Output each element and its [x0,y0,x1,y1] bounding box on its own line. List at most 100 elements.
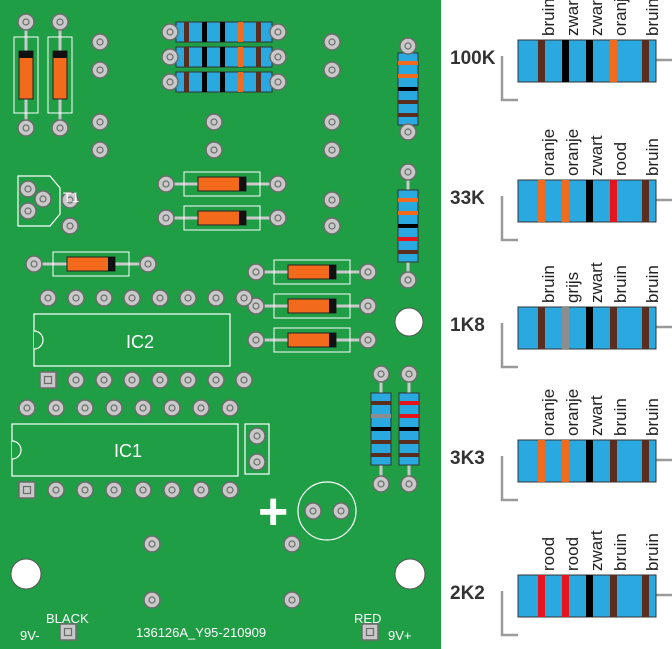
via-pad [61,191,79,209]
solder-pad [51,119,69,137]
pad-hole [337,507,345,515]
ic2-pin-1 [39,371,57,389]
pad-hole [44,294,52,302]
via-pad [61,217,79,235]
pad-hole [96,118,104,126]
ic1-pin [134,399,152,417]
transistor-outline [17,175,61,227]
pad-hole [144,260,152,268]
battery-negative-pad [59,623,77,641]
pad-hole [81,404,89,412]
ic1-pin [105,481,123,499]
via-pad [323,33,341,51]
diode-body [197,176,247,192]
solder-pad [19,180,37,198]
band-color-label: bruin [611,265,630,303]
pad-hole [404,276,412,284]
resistor-band [184,47,189,67]
ic1-pin [76,399,94,417]
resistor-band [399,414,419,418]
resistor-band [399,401,419,405]
ic2-pin [67,371,85,389]
pad-hole [24,207,32,215]
pad-hole [128,376,136,384]
resistor-band [371,427,391,431]
band-color-label: grijs [563,272,582,303]
solder-pad [157,175,175,193]
legend-resistor-band [562,40,569,82]
pcb-board [0,0,441,649]
band-color-label: bruin [539,265,558,303]
legend-resistor-band [610,307,617,349]
black-label: BLACK [46,611,89,626]
resistor-band [184,22,189,42]
mounting-hole [10,558,42,590]
t1-label: T1 [63,189,80,205]
resistor-band [184,72,189,92]
legend-resistor-band [538,307,545,349]
band-color-label: zwart [587,530,606,571]
pad-hole [274,53,282,61]
via-pad [143,535,161,553]
pad-hole [56,124,64,132]
solder-pad [247,297,265,315]
pad-hole [253,432,261,440]
legend-resistor-band [538,575,545,617]
resistor-band [399,440,419,444]
legend-resistor-band [562,440,569,482]
resistor-band [238,72,243,92]
resistor-value-label: 1K8 [450,315,485,336]
via-pad [91,61,109,79]
pad-hole [128,294,136,302]
resistor-band [398,211,418,215]
pad-hole [52,404,60,412]
diode-body [52,50,68,100]
pad-hole [210,118,218,126]
pad-hole [274,180,282,188]
solder-pad [19,202,37,220]
resistor-band [399,427,419,431]
pad-hole [405,370,413,378]
pad-hole [139,404,147,412]
diode-band [239,211,246,225]
pad-hole [309,507,317,515]
resistor-band [371,453,391,457]
band-color-label: bruin [539,0,558,36]
ic2-pin [207,289,225,307]
legend-resistor-band [586,180,593,222]
solder-pad [17,119,35,137]
resistor-band [256,47,261,67]
resistor-value-label: 2K2 [450,583,485,604]
band-color-label: zwart [563,0,582,36]
pad-hole [96,38,104,46]
pad-hole [288,596,296,604]
via-pad [323,141,341,159]
pad-hole [72,294,80,302]
via-pad [323,113,341,131]
band-color-label: oranje [563,389,582,436]
mounting-hole [394,307,424,337]
band-color-label: bruin [611,398,630,436]
pad-hole [252,302,260,310]
solder-pad [400,475,418,493]
resistor-band [398,61,418,65]
diode-outline [52,251,130,277]
via-pad [205,113,223,131]
solder-pad [359,297,377,315]
solder-pad [248,453,266,471]
solder-pad [269,23,287,41]
band-color-label: bruin [643,398,662,436]
ic1-pin [163,399,181,417]
resistor-value-label: 100K [450,48,496,69]
pad-hole [197,404,205,412]
solder-pad [161,48,179,66]
connector-outline [244,423,270,475]
diode-band [329,333,336,347]
pad-hole [364,302,372,310]
ic2-pin [67,289,85,307]
via-pad [91,33,109,51]
pad-hole [328,146,336,154]
legend-resistor-band [586,575,593,617]
solder-pad [399,163,417,181]
legend-resistor-band [642,440,649,482]
